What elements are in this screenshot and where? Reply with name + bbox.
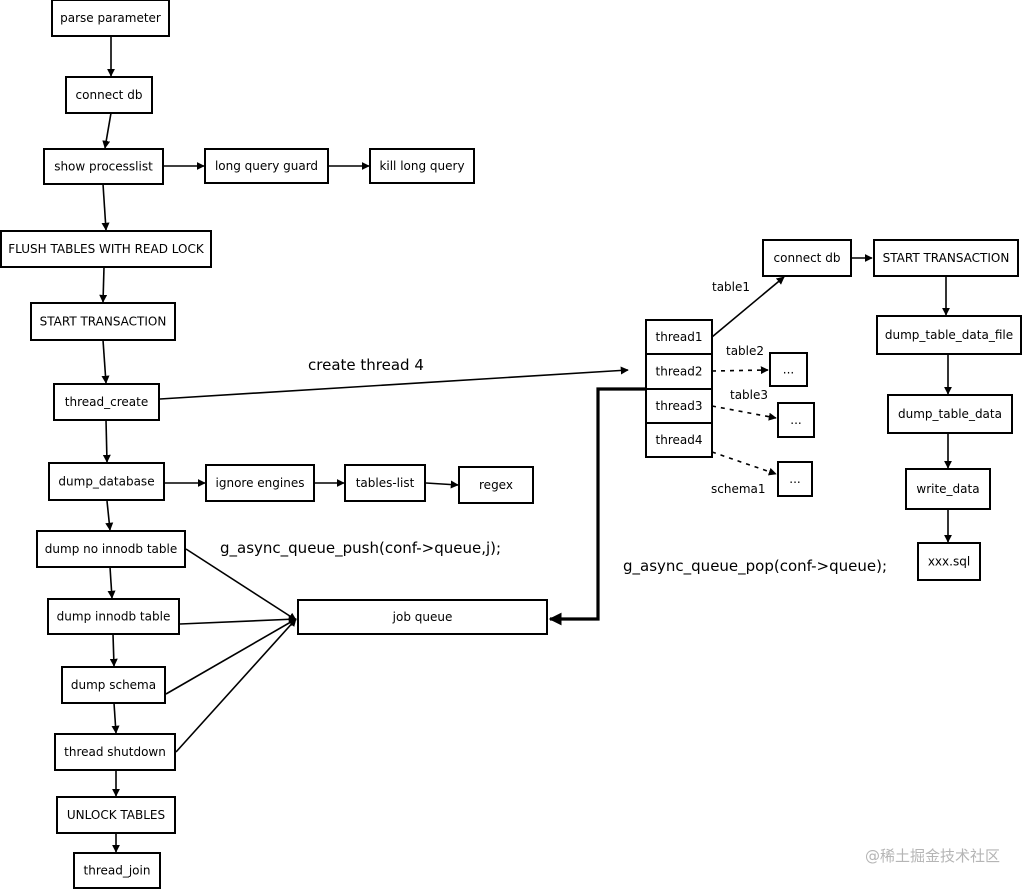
box-label: thread2 bbox=[656, 365, 703, 379]
box-thread-create: thread_create bbox=[53, 383, 160, 421]
box-regex: regex bbox=[458, 466, 534, 504]
box-label: connect db bbox=[774, 251, 841, 265]
edge-noinnodb-to-queue bbox=[185, 548, 297, 621]
box-label: thread4 bbox=[656, 433, 703, 447]
edge-thread4-to-ellipsis bbox=[711, 451, 777, 476]
box-label: thread3 bbox=[656, 399, 703, 413]
box-label: kill long query bbox=[379, 159, 464, 173]
label-create-thread: create thread 4 bbox=[308, 356, 424, 374]
edge-threadcreate-to-threads bbox=[159, 366, 629, 400]
box-label: job queue bbox=[392, 610, 453, 624]
edge-connect-to-processlist bbox=[102, 112, 112, 149]
box-dump-database: dump_database bbox=[48, 462, 165, 501]
edge-threadcreate-to-dumpdb bbox=[102, 419, 111, 463]
label-table2: table2 bbox=[726, 344, 764, 358]
box-dump-no-innodb-table: dump no innodb table bbox=[36, 530, 186, 568]
box-label: xxx.sql bbox=[928, 555, 970, 569]
box-thread4: thread4 bbox=[645, 422, 713, 458]
label-table3: table3 bbox=[730, 388, 768, 402]
box-start-transaction: START TRANSACTION bbox=[30, 302, 176, 341]
edge-schema-to-queue bbox=[165, 618, 297, 695]
edge-dumpdb-to-noinnodb bbox=[105, 500, 114, 531]
box-connect-db: connect db bbox=[65, 76, 153, 114]
label-queue-push: g_async_queue_push(conf->queue,j); bbox=[220, 539, 501, 558]
box-worker-connect-db: connect db bbox=[762, 239, 852, 277]
edge-innodb-to-queue bbox=[179, 615, 297, 625]
edge-noinnodb-to-innodb bbox=[107, 566, 116, 599]
box-label: tables-list bbox=[356, 476, 415, 490]
box-label: dump_table_data_file bbox=[885, 328, 1013, 342]
edge-threads-to-queue bbox=[548, 387, 646, 626]
box-ignore-engines: ignore engines bbox=[205, 464, 315, 502]
box-label: thread_create bbox=[65, 395, 148, 409]
edge-innodb-to-schema bbox=[109, 633, 118, 667]
edge-shutdown-to-queue bbox=[175, 618, 297, 753]
edge-start-to-threadcreate bbox=[101, 339, 110, 384]
box-dump-schema: dump schema bbox=[61, 666, 166, 704]
box-thread2: thread2 bbox=[645, 353, 713, 390]
box-label: regex bbox=[479, 478, 513, 492]
edge-thread3-to-ellipsis bbox=[711, 405, 777, 421]
box-label: FLUSH TABLES WITH READ LOCK bbox=[8, 242, 205, 256]
box-flush-tables: FLUSH TABLES WITH READ LOCK bbox=[0, 230, 212, 268]
box-label: dump_table_data bbox=[898, 407, 1002, 421]
box-unlock-tables: UNLOCK TABLES bbox=[56, 796, 176, 834]
edge-thread1-to-connect bbox=[711, 276, 785, 338]
label-queue-pop: g_async_queue_pop(conf->queue); bbox=[623, 557, 887, 576]
box-label: thread shutdown bbox=[64, 745, 166, 759]
label-schema1: schema1 bbox=[711, 482, 766, 496]
box-label: thread1 bbox=[656, 330, 703, 344]
box-write-data: write_data bbox=[905, 468, 991, 510]
box-label: dump no innodb table bbox=[45, 542, 177, 556]
box-tables-list: tables-list bbox=[344, 464, 426, 502]
box-kill-long-query: kill long query bbox=[369, 148, 475, 184]
box-label: ... bbox=[790, 413, 801, 427]
box-label: dump_database bbox=[58, 475, 154, 489]
box-ellipsis-schema1: ... bbox=[777, 461, 813, 497]
box-label: ... bbox=[783, 363, 794, 377]
box-xxx-sql: xxx.sql bbox=[917, 542, 981, 581]
box-label: long query guard bbox=[215, 159, 318, 173]
box-long-query-guard: long query guard bbox=[204, 148, 329, 184]
box-ellipsis-table3: ... bbox=[777, 402, 815, 438]
edge-flush-to-start bbox=[99, 266, 108, 303]
label-table1: table1 bbox=[712, 280, 750, 294]
box-thread1: thread1 bbox=[645, 319, 713, 355]
box-dump-innodb-table: dump innodb table bbox=[47, 598, 180, 635]
box-thread-shutdown: thread shutdown bbox=[54, 733, 176, 771]
box-label: dump innodb table bbox=[57, 610, 171, 624]
box-dump-table-data-file: dump_table_data_file bbox=[876, 315, 1022, 355]
box-label: START TRANSACTION bbox=[40, 315, 167, 329]
box-label: UNLOCK TABLES bbox=[67, 808, 165, 822]
box-label: dump schema bbox=[71, 678, 156, 692]
edge-tableslist-to-regex bbox=[425, 480, 459, 489]
edge-processlist-to-flush bbox=[101, 183, 110, 231]
box-label: parse parameter bbox=[60, 11, 161, 25]
box-label: show processlist bbox=[54, 160, 153, 174]
box-label: connect db bbox=[76, 88, 143, 102]
box-dump-table-data: dump_table_data bbox=[887, 394, 1013, 434]
edge-schema-to-shutdown bbox=[111, 702, 120, 734]
box-parse-parameter: parse parameter bbox=[51, 0, 170, 37]
edges bbox=[99, 36, 952, 853]
edge-thread2-to-ellipsis bbox=[711, 366, 769, 375]
box-label: ... bbox=[789, 472, 800, 486]
box-ellipsis-table2: ... bbox=[769, 352, 808, 387]
box-thread-join: thread_join bbox=[73, 852, 161, 889]
watermark: @稀土掘金技术社区 bbox=[865, 847, 1000, 865]
box-worker-start-transaction: START TRANSACTION bbox=[873, 239, 1019, 277]
box-thread3: thread3 bbox=[645, 388, 713, 424]
box-job-queue: job queue bbox=[297, 599, 548, 635]
box-label: START TRANSACTION bbox=[883, 251, 1010, 265]
box-label: write_data bbox=[916, 482, 979, 496]
box-show-processlist: show processlist bbox=[43, 148, 164, 185]
box-label: thread_join bbox=[84, 864, 151, 878]
box-label: ignore engines bbox=[216, 476, 305, 490]
